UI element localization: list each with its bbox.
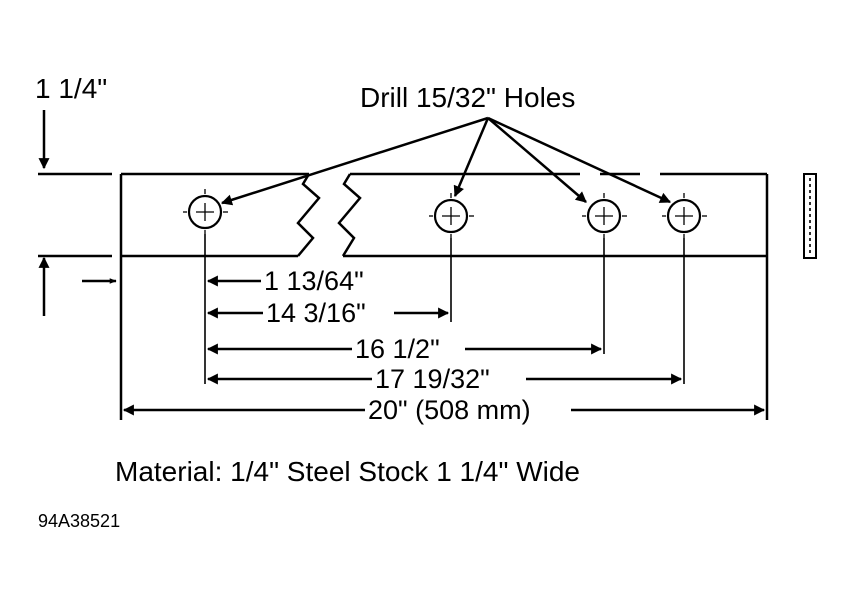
material-note: Material: 1/4" Steel Stock 1 1/4" Wide: [115, 456, 580, 487]
dimension-5: 20" (508 mm): [122, 395, 766, 425]
steel-bar: [119, 172, 769, 420]
leader-hole-1: [220, 116, 489, 206]
dimension-3: 16 1/2": [206, 334, 603, 364]
thickness-label: 1 1/4": [35, 73, 107, 104]
dimension-4: 17 19/32": [206, 364, 683, 394]
break-line-left: [296, 173, 321, 257]
leader-hole-3: [487, 117, 587, 203]
hole-4: [662, 193, 707, 238]
dimension-1-label: 1 13/64": [264, 266, 364, 296]
drill-holes-label: Drill 15/32" Holes: [360, 82, 575, 113]
leader-hole-4: [487, 116, 671, 204]
drill-callout: Drill 15/32" Holes: [220, 82, 671, 206]
dimension-2: 14 3/16": [206, 298, 450, 328]
dimension-3-label: 16 1/2": [355, 334, 440, 364]
leader-hole-2: [453, 117, 490, 198]
hole-2: [429, 193, 474, 238]
dimension-2-label: 14 3/16": [266, 298, 366, 328]
figure-id: 94A38521: [38, 511, 120, 531]
break-line-right: [337, 173, 362, 257]
dimension-4-label: 17 19/32": [375, 364, 490, 394]
bar-end-view: [803, 173, 817, 259]
hole-1: [183, 189, 228, 234]
dimension-1: 1 13/64": [206, 266, 364, 296]
hole-3: [582, 193, 627, 238]
thickness-indicator: 1 1/4": [35, 73, 117, 316]
dimension-5-label: 20" (508 mm): [368, 395, 531, 425]
